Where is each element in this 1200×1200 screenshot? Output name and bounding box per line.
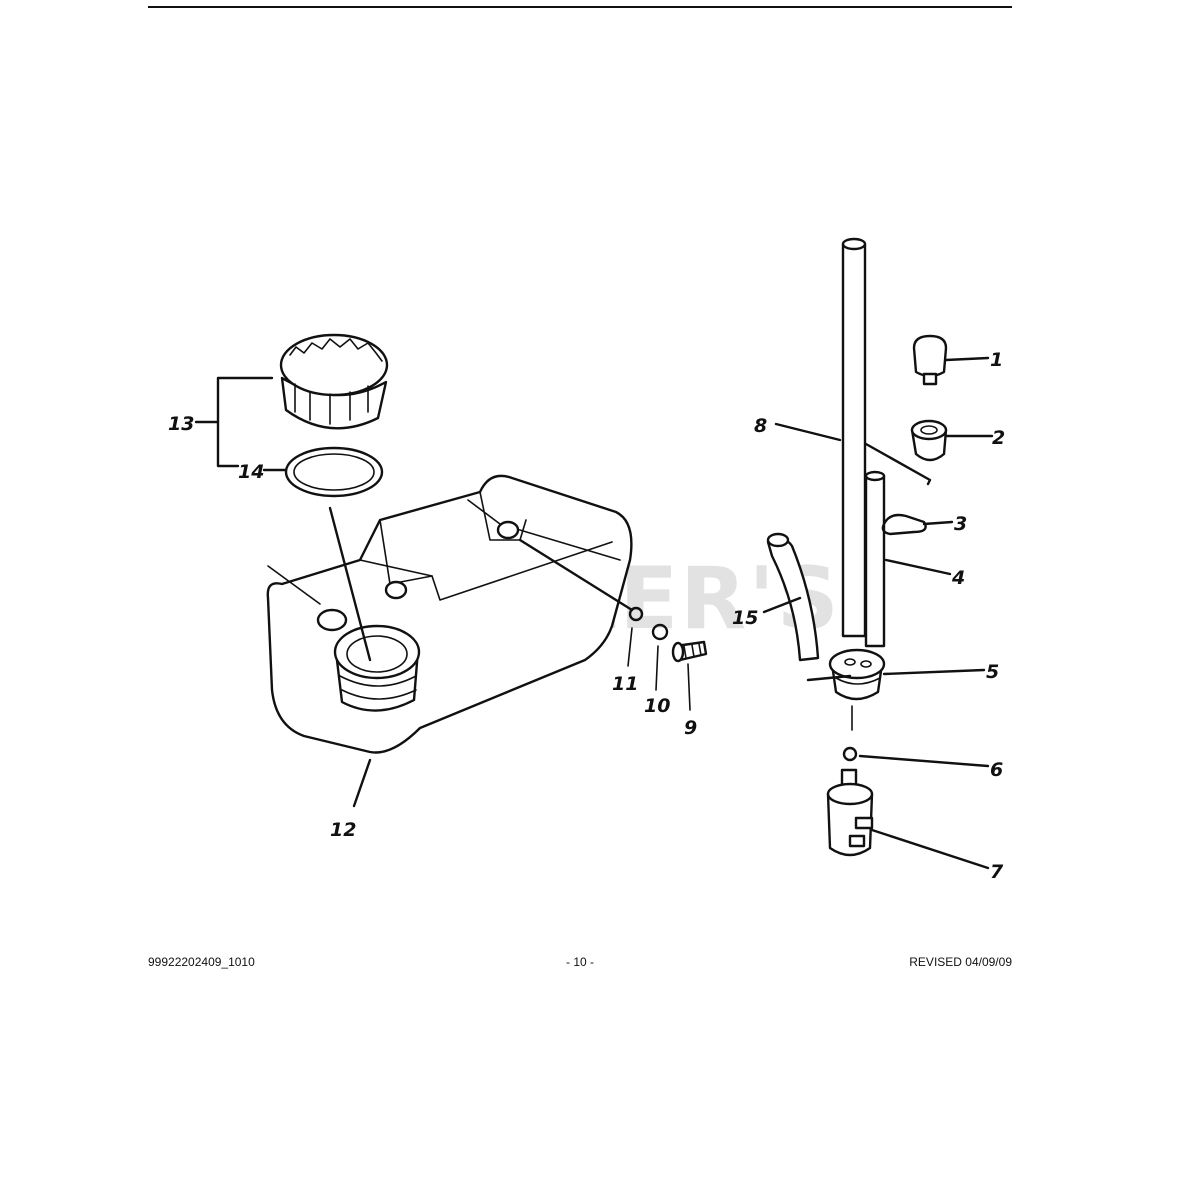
hose-15-part — [766, 532, 820, 662]
fuel-cap-part — [279, 333, 389, 430]
filter-1-part — [912, 334, 948, 386]
leader-15 — [762, 596, 802, 614]
callout-5: 5 — [986, 661, 999, 683]
leader-9 — [687, 663, 691, 711]
callout-3: 3 — [954, 513, 967, 535]
gasket-ring-part — [284, 446, 384, 498]
grommet-5-part — [828, 648, 886, 701]
leader-8 — [774, 422, 842, 442]
fuel-tank-part — [266, 474, 633, 754]
callout-9: 9 — [684, 717, 697, 739]
callout-2: 2 — [992, 427, 1005, 449]
hose-connection-line — [806, 674, 852, 682]
footer-revision: REVISED 04/09/09 — [909, 955, 1012, 969]
callout-1: 1 — [990, 349, 1003, 371]
washer-10-part — [651, 623, 669, 641]
leader-4 — [884, 558, 952, 576]
leader-3 — [922, 520, 954, 526]
callout-12: 12 — [330, 819, 356, 841]
callout-6: 6 — [990, 759, 1003, 781]
callout-bracket-13-14 — [216, 376, 274, 468]
callout-15: 15 — [732, 607, 758, 629]
callout-13: 13 — [168, 413, 194, 435]
washer-6-part — [842, 746, 858, 762]
leader-7 — [870, 828, 990, 870]
footer-doc-number: 99922202409_1010 — [148, 955, 255, 969]
top-rule — [148, 6, 1012, 8]
footer-page-number: - 10 - — [565, 955, 594, 969]
fuel-tube-4-part — [864, 470, 886, 648]
callout-11: 11 — [612, 673, 638, 695]
callout-7: 7 — [990, 861, 1004, 883]
fuel-tube-8-part — [841, 237, 867, 638]
tube-to-grommet-line — [864, 442, 932, 486]
filter-7-part — [826, 768, 874, 857]
assembly-axis-line — [518, 538, 634, 612]
grommet-2-part — [910, 419, 948, 462]
bolt-9-part — [671, 640, 708, 663]
clip-3-part — [881, 513, 927, 536]
leader-12 — [352, 758, 372, 808]
callout-4: 4 — [951, 567, 965, 589]
gasket-to-neck-line — [328, 506, 372, 662]
leader-11 — [627, 627, 633, 667]
washer-11-part — [628, 606, 644, 622]
leader-10 — [655, 645, 659, 691]
leader-1 — [944, 356, 990, 362]
callout-8: 8 — [754, 415, 767, 437]
callout-14: 14 — [238, 461, 264, 483]
callout-10: 10 — [644, 695, 670, 717]
leader-5 — [882, 668, 986, 676]
leader-6 — [858, 754, 990, 768]
